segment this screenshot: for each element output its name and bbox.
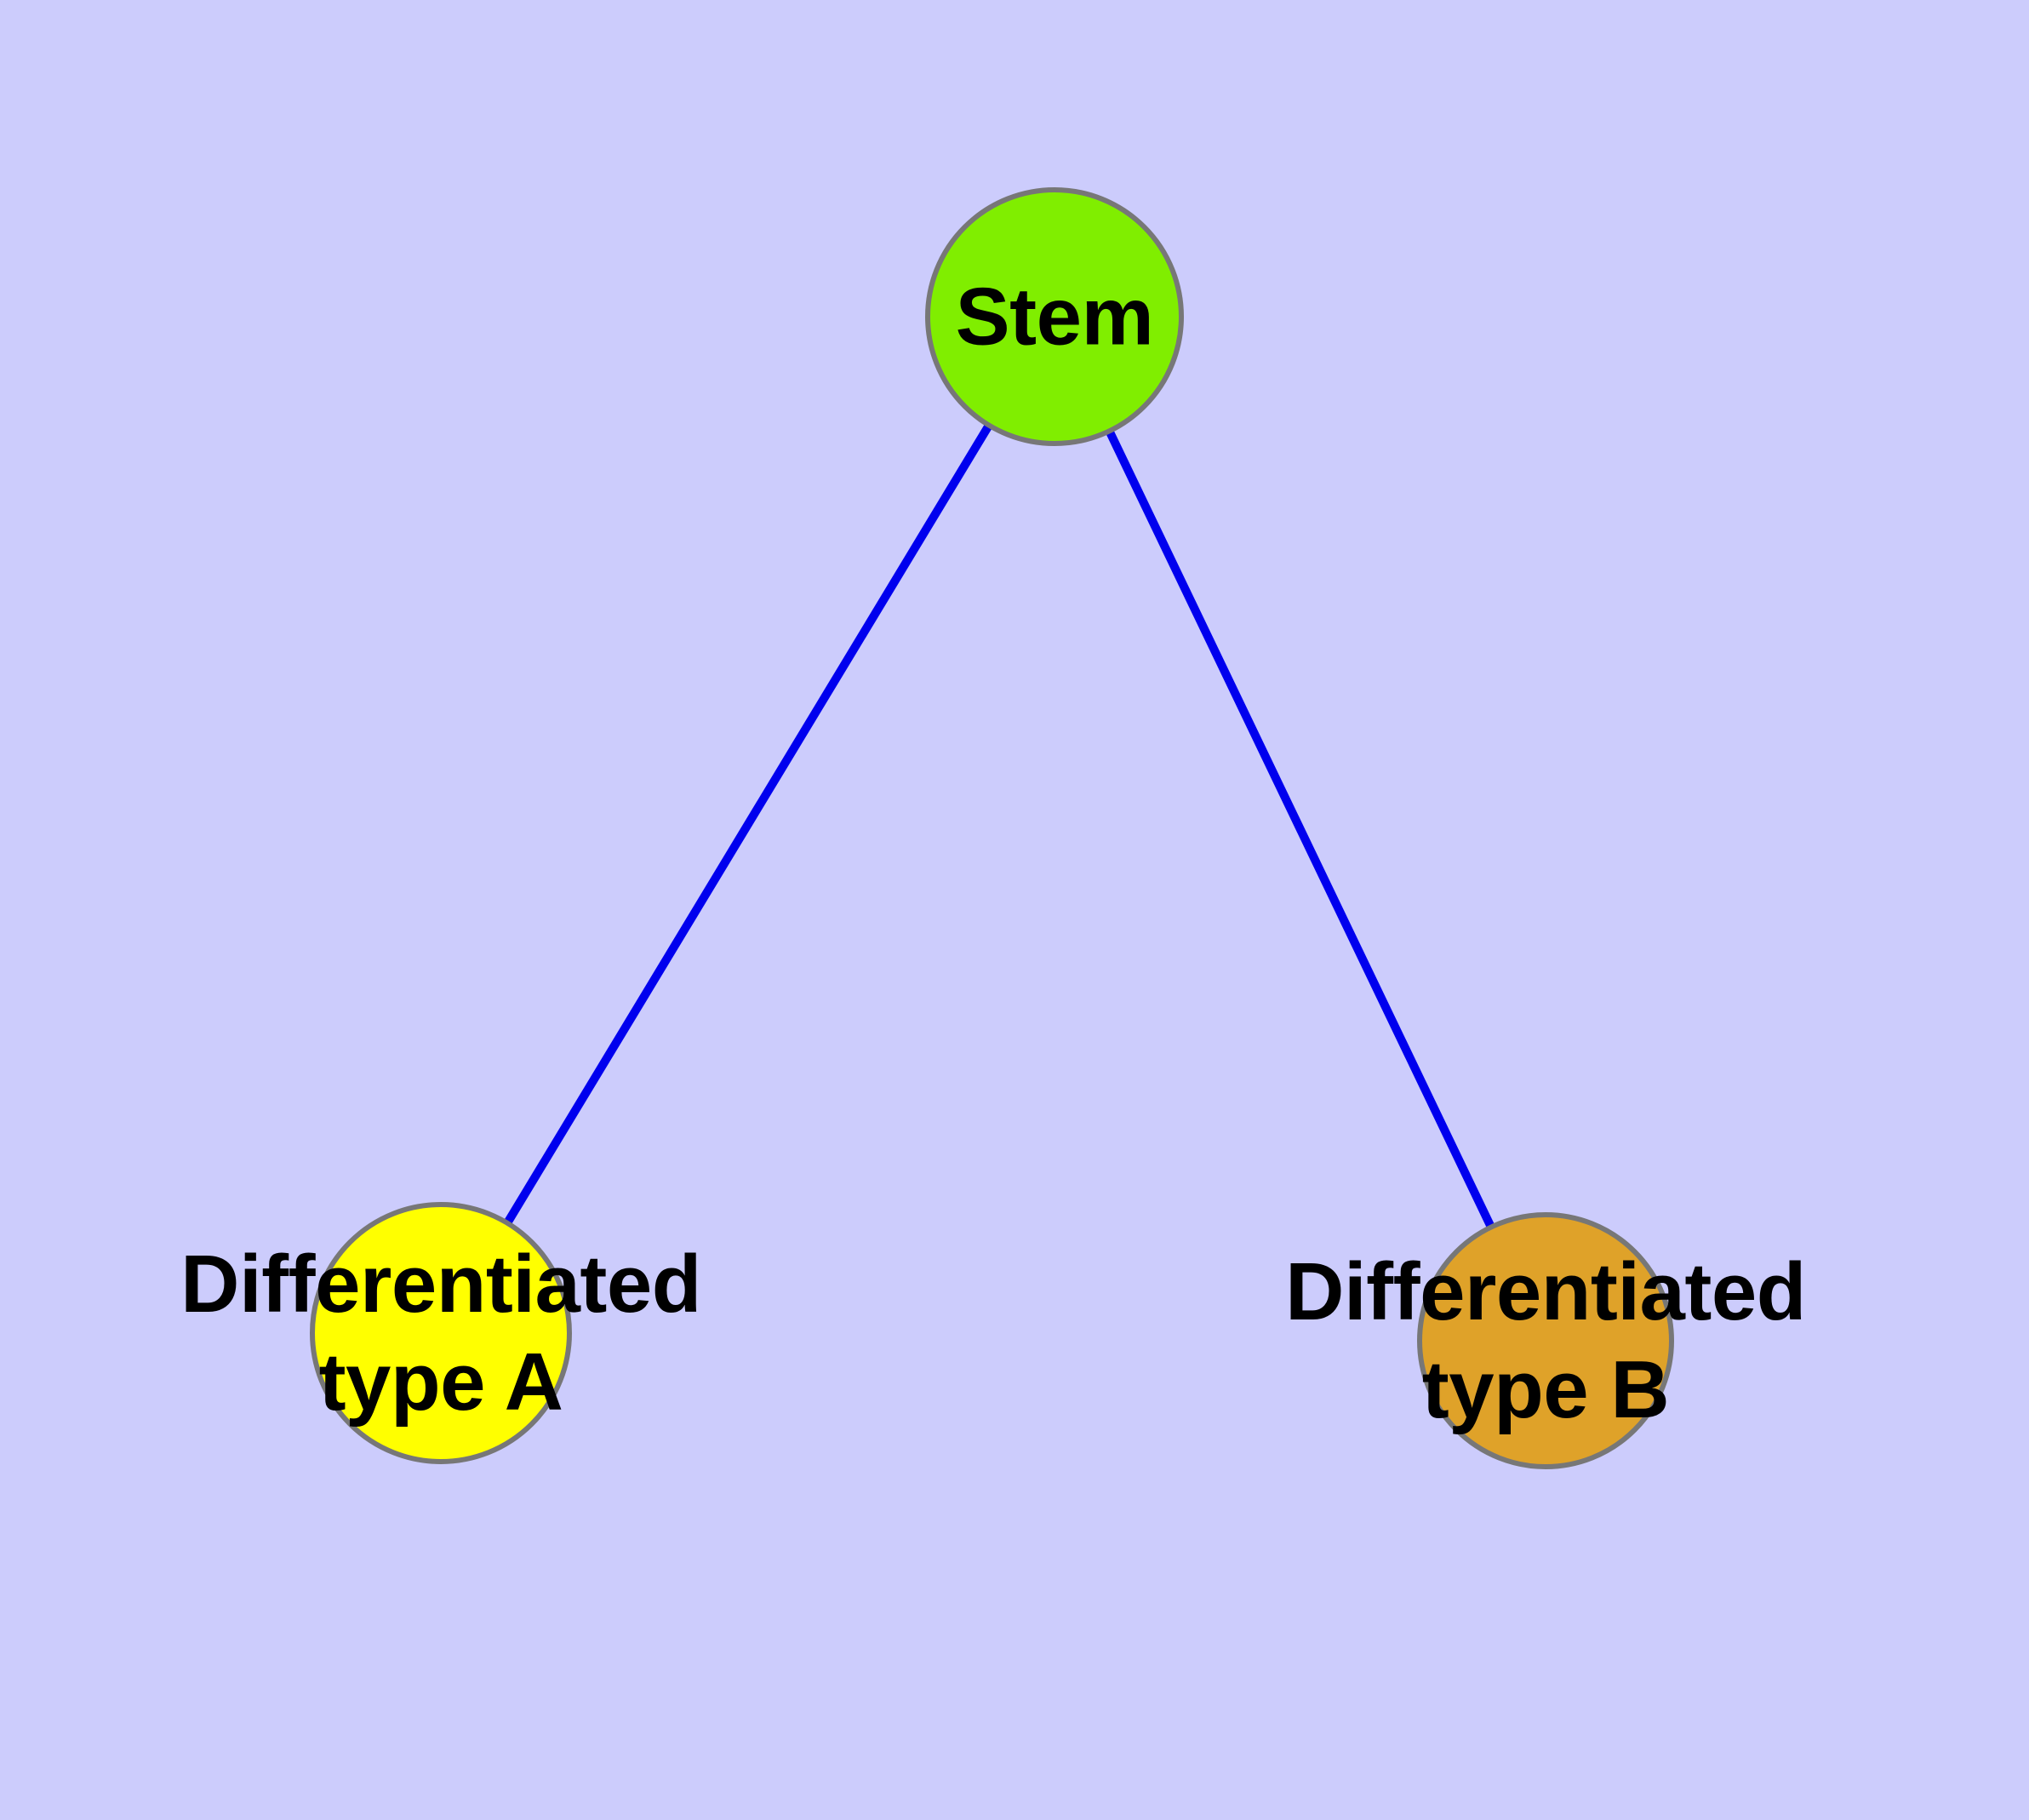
node-label-differentiated-type-a-line-2: type A (318, 1336, 563, 1428)
node-stem[interactable] (925, 187, 1184, 446)
node-label-stem: Stem (956, 268, 1154, 366)
node-label-differentiated-type-b: Differentiated type B (1285, 1243, 1806, 1439)
node-differentiated-type-a[interactable] (310, 1202, 572, 1464)
node-label-differentiated-type-a-line-1: Differentiated (180, 1239, 701, 1330)
node-label-differentiated-type-b-line-2: type B (1421, 1344, 1670, 1435)
edge-stem-to-diff-b[interactable] (1103, 425, 1497, 1233)
edge-stem-to-diff-a[interactable] (501, 419, 995, 1229)
node-label-stem-line-1: Stem (955, 271, 1154, 363)
node-label-differentiated-type-a: Differentiated type A (180, 1235, 701, 1431)
node-differentiated-type-b[interactable] (1417, 1212, 1674, 1469)
node-label-differentiated-type-b-line-1: Differentiated (1285, 1246, 1806, 1337)
